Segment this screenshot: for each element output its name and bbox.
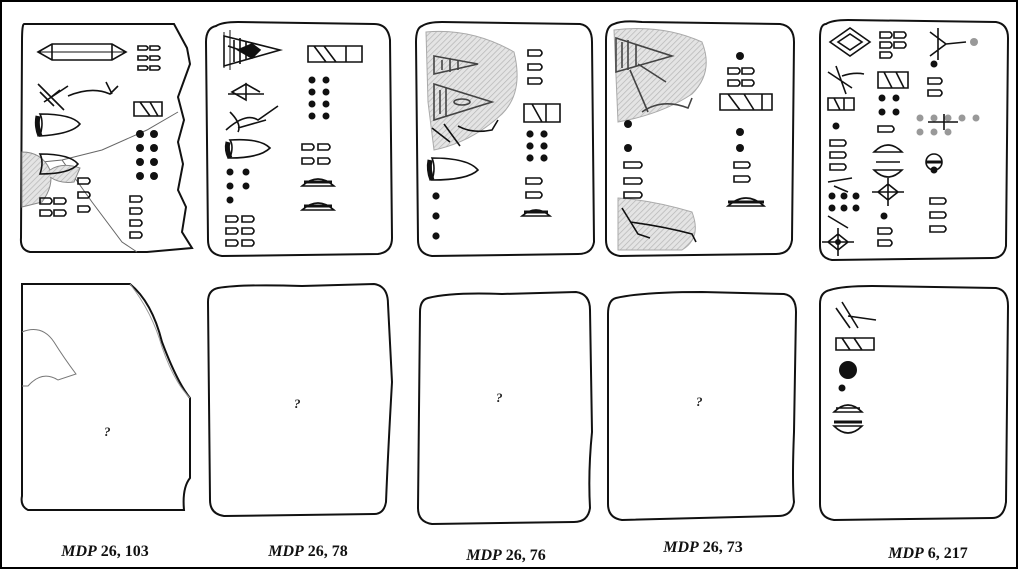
tablet-3-series: MDP <box>466 547 502 564</box>
tablet-5-caption: MDP 6, 217 <box>888 545 968 563</box>
tablet-4-caption: MDP 26, 73 <box>663 539 743 557</box>
tablet-5-reverse <box>819 284 1010 522</box>
tablet-4-series: MDP <box>663 539 699 556</box>
tablet-2-caption: MDP 26, 78 <box>268 543 348 561</box>
tablet-4-obverse <box>605 20 796 258</box>
tablet-5-number: 6, 217 <box>927 545 968 562</box>
tablet-2-series: MDP <box>268 543 304 560</box>
tablet-3-number: 26, 76 <box>505 547 546 564</box>
tablet-1-reverse-question-mark: ? <box>104 424 111 439</box>
tablet-4-reverse-question-mark: ? <box>696 394 703 409</box>
tablet-5-series: MDP <box>888 545 924 562</box>
tablet-1-obverse <box>19 23 194 253</box>
tablet-3-caption: MDP 26, 76 <box>466 547 546 565</box>
tablet-5-obverse <box>819 18 1010 262</box>
tablet-3-obverse <box>414 20 596 258</box>
tablet-1-caption: MDP 26, 103 <box>61 543 149 561</box>
tablet-1-series: MDP <box>61 543 97 560</box>
tablet-3-reverse-question-mark: ? <box>496 390 503 405</box>
tablet-1-reverse: ? <box>20 283 191 511</box>
tablet-2-number: 26, 78 <box>307 543 348 560</box>
tablet-1-number: 26, 103 <box>100 543 149 560</box>
tablet-2-reverse-question-mark: ? <box>294 396 301 411</box>
tablet-3-reverse: ? <box>416 290 594 526</box>
tablet-4-number: 26, 73 <box>702 539 743 556</box>
tablet-2-obverse <box>204 20 394 258</box>
tablet-4-reverse: ? <box>607 290 798 522</box>
tablet-2-reverse: ? <box>206 282 394 518</box>
